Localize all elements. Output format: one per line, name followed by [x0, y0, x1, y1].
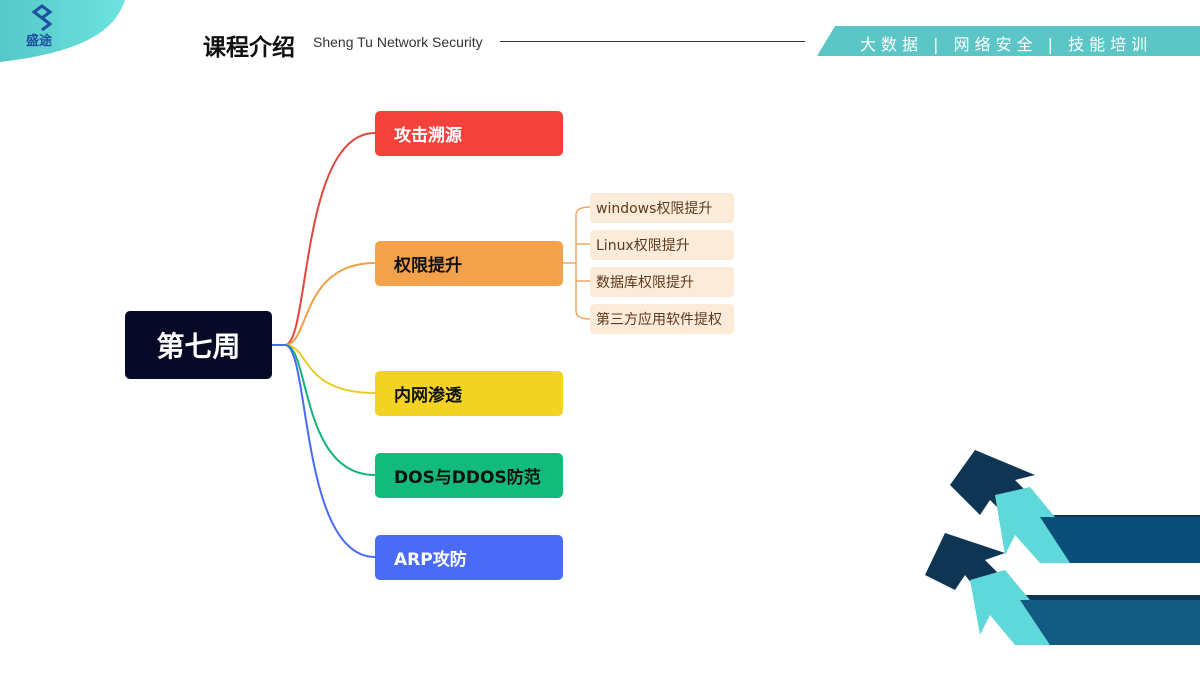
- banner-text: 大数据 | 网络安全 | 技能培训: [860, 35, 1153, 54]
- sub-item-third-party: 第三方应用软件提权: [590, 304, 734, 334]
- sub-item-linux: Linux权限提升: [590, 230, 734, 260]
- logo-text: 盛途: [26, 34, 53, 49]
- page-subtitle: Sheng Tu Network Security: [313, 34, 483, 50]
- branch-privilege-escalation: 权限提升: [375, 241, 563, 286]
- connector-blue: [272, 344, 376, 558]
- connector-red: [284, 132, 376, 346]
- branch-attack-tracing: 攻击溯源: [375, 111, 563, 156]
- logo-background: [0, 0, 125, 62]
- sub-item-windows: windows权限提升: [590, 193, 734, 223]
- sub-connectors: [563, 206, 591, 320]
- header-banner: [817, 26, 1200, 56]
- page-title: 课程介绍: [203, 35, 295, 61]
- branch-intranet-penetration: 内网渗透: [375, 371, 563, 416]
- connector-orange: [284, 262, 376, 346]
- connector-yellow: [284, 344, 376, 394]
- connector-green: [284, 344, 376, 476]
- branch-arp: ARP攻防: [375, 535, 563, 580]
- header-divider: [500, 41, 805, 42]
- arrows-decoration-icon: [925, 450, 1200, 645]
- logo-icon: [31, 4, 53, 32]
- center-node: 第七周: [125, 311, 272, 379]
- sub-item-database: 数据库权限提升: [590, 267, 734, 297]
- branch-dos-ddos: DOS与DDOS防范: [375, 453, 563, 498]
